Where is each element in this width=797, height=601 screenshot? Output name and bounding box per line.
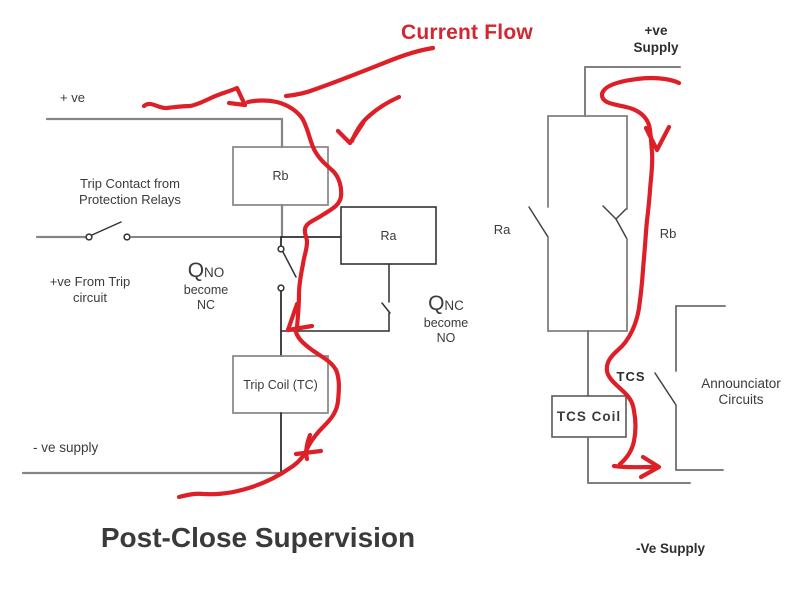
rb-contact-tick <box>615 208 627 220</box>
qno-terminal-top <box>277 245 285 253</box>
tcs-coil-label: TCS Coil <box>552 396 626 437</box>
ra-box-text: Ra <box>380 228 397 243</box>
rb-contact-blade-lower <box>615 218 628 240</box>
trip-coil-label: Trip Coil (TC) <box>233 356 328 413</box>
flow-pointer-stroke-long <box>283 45 436 99</box>
flow-right-arrow-shaft <box>611 463 659 470</box>
qnc-label: QNC become NO <box>408 292 484 345</box>
from-trip-label: +ve From Trip circuit <box>39 274 141 305</box>
qnc-q: Q <box>428 292 445 315</box>
tcs-contact-text: TCS <box>616 369 646 384</box>
from-trip-label-line2: circuit <box>73 289 107 305</box>
supply-positive-label: +ve Supply <box>616 22 696 56</box>
qnc-symbol: QNC <box>408 292 484 316</box>
flow-top-arrow-barb <box>226 100 248 108</box>
qnc-blade <box>381 302 391 314</box>
qno-become: become <box>183 283 229 297</box>
positive-rail-text: + ve <box>60 90 85 105</box>
supply-negative-label: -Ve Supply <box>636 541 705 557</box>
rb-contact-label: Rb <box>650 226 686 242</box>
from-trip-label-line1: +ve From Trip <box>49 274 131 289</box>
qno-state: NC <box>196 297 216 312</box>
qnc-sub: NC <box>444 298 464 313</box>
rb-contact-blade-upper <box>602 205 617 220</box>
flow-pointer-arrowhead-b <box>347 120 366 146</box>
rb-box-label: Rb <box>233 147 328 205</box>
supply-positive-line2: Supply <box>633 40 679 55</box>
flow-pointer-stroke-short <box>349 94 402 144</box>
qno-sub: NO <box>204 265 225 280</box>
current-flow-label: Current Flow <box>401 21 533 44</box>
tcs-contact-blade <box>654 372 677 406</box>
annunciator-line1: Announciator <box>701 376 781 391</box>
flow-pointer-arrowhead-a <box>335 128 353 146</box>
left-circuit <box>21 117 437 475</box>
tcs-coil-text: TCS Coil <box>556 409 622 424</box>
rb-contact-text: Rb <box>659 226 677 241</box>
ra-contact-blade <box>528 206 549 238</box>
supply-negative-text: -Ve Supply <box>636 541 706 556</box>
rb-relay-box <box>232 146 329 206</box>
flow-left-tail <box>176 329 341 500</box>
trip-contact-terminal-left <box>85 233 93 241</box>
right-circuit <box>528 66 726 484</box>
diagram-title: Post-Close Supervision <box>100 522 416 553</box>
trip-contact-label: Trip Contact from Protection Relays <box>52 176 208 207</box>
qno-label: QNO become NC <box>168 259 244 312</box>
trip-contact-label-line1: Trip Contact from <box>80 176 180 191</box>
flow-right-arrowhead-top <box>643 124 672 153</box>
qno-q: Q <box>187 259 205 282</box>
trip-contact-terminal-right <box>123 233 131 241</box>
trip-coil-text: Trip Coil (TC) <box>243 377 318 392</box>
flow-top-squiggle <box>141 85 248 111</box>
tcs-contact-label: TCS <box>612 369 650 385</box>
ra-contact-label: Ra <box>484 222 520 238</box>
trip-contact-label-line2: Protection Relays <box>79 191 181 207</box>
annunciator-line2: Circuits <box>718 392 764 407</box>
annunciator-label: Announciator Circuits <box>694 376 788 408</box>
negative-rail-text: - ve supply <box>33 440 99 455</box>
ra-box-label: Ra <box>341 207 436 264</box>
qno-blade <box>282 251 297 278</box>
qnc-become: become <box>423 316 469 330</box>
flow-right-arrowhead-end <box>638 454 662 480</box>
current-flow-annotation <box>141 45 682 500</box>
qno-terminal-bottom <box>277 284 285 292</box>
flow-left-tail-tick-a <box>304 432 313 462</box>
supply-positive-line1: +ve <box>644 23 668 38</box>
tcs-coil-box <box>551 395 627 438</box>
negative-rail-label: - ve supply <box>33 440 98 456</box>
qno-symbol: QNO <box>168 259 244 283</box>
flow-right-descent <box>599 75 682 467</box>
flow-left-tail-tick-b <box>293 448 324 457</box>
flow-left-arrowhead-b <box>285 323 315 333</box>
qnc-state: NO <box>436 330 456 345</box>
rb-box-text: Rb <box>272 169 289 183</box>
flow-left-arrowhead-a <box>285 301 300 333</box>
ra-contact-text: Ra <box>493 222 511 237</box>
trip-contact-blade <box>91 221 122 236</box>
flow-left-descent <box>245 98 344 330</box>
positive-rail-label: + ve <box>60 90 104 106</box>
